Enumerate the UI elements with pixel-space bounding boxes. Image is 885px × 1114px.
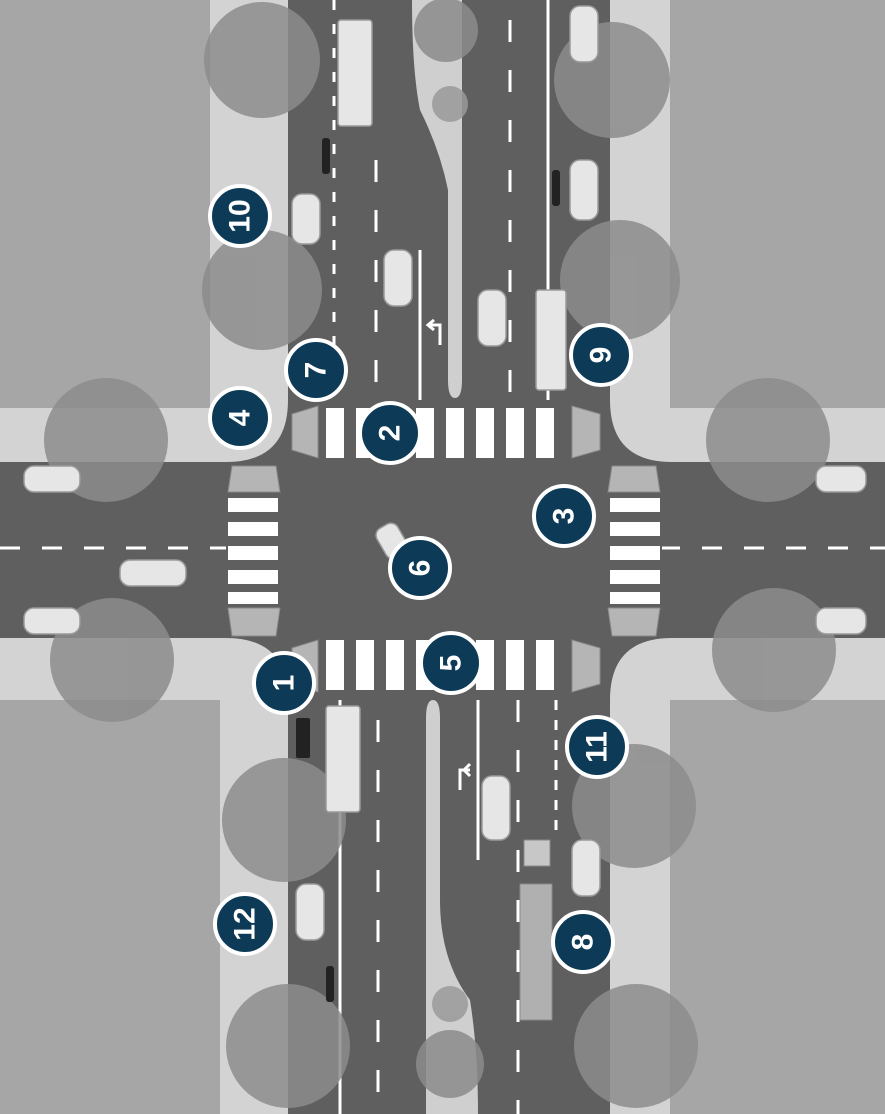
car-icon <box>816 608 866 634</box>
bus-icon <box>536 290 566 390</box>
car-icon <box>384 250 412 306</box>
marker-label: 9 <box>585 347 618 364</box>
tree-icon <box>416 1030 484 1098</box>
marker-5: 5 <box>421 633 481 693</box>
marker-9: 9 <box>571 325 631 385</box>
bus-icon <box>338 20 372 126</box>
marker-3: 3 <box>534 486 594 546</box>
car-icon <box>296 884 324 940</box>
car-icon <box>572 840 600 896</box>
marker-label: 6 <box>404 560 437 577</box>
car-icon <box>292 194 320 244</box>
tree-icon <box>226 984 350 1108</box>
car-icon <box>478 290 506 346</box>
car-icon <box>570 6 598 62</box>
crosswalk-east <box>608 492 662 608</box>
marker-4: 4 <box>210 388 270 448</box>
marker-7: 7 <box>286 340 346 400</box>
marker-label: 11 <box>581 731 614 763</box>
marker-label: 12 <box>229 907 262 940</box>
marker-label: 5 <box>435 655 468 672</box>
car-icon <box>816 466 866 492</box>
marker-11: 11 <box>567 717 627 777</box>
marker-label: 2 <box>374 425 407 442</box>
marker-label: 10 <box>224 199 257 232</box>
bicycle-icon <box>322 138 330 174</box>
marker-2: 2 <box>360 403 420 463</box>
car-icon <box>482 776 510 840</box>
tree-icon <box>204 2 320 118</box>
bicycle-icon <box>296 718 310 758</box>
tree-icon <box>414 0 478 62</box>
car-icon <box>120 560 186 586</box>
marker-label: 4 <box>224 409 257 426</box>
bus-icon <box>326 706 360 812</box>
marker-label: 3 <box>548 508 581 525</box>
marker-label: 1 <box>268 675 301 692</box>
marker-12: 12 <box>215 894 275 954</box>
bicycle-icon <box>326 966 334 1002</box>
tree-icon <box>560 220 680 340</box>
car-icon <box>570 160 598 220</box>
car-icon <box>24 466 80 492</box>
marker-1: 1 <box>254 653 314 713</box>
crosswalk-west <box>226 492 280 608</box>
marker-label: 8 <box>567 934 600 951</box>
tree-icon <box>712 588 836 712</box>
car-icon <box>24 608 80 634</box>
marker-label: 7 <box>300 362 333 379</box>
crosswalk-north <box>320 406 570 460</box>
marker-8: 8 <box>553 912 613 972</box>
tree-icon <box>706 378 830 502</box>
marker-6: 6 <box>390 538 450 598</box>
bicycle-icon <box>552 170 560 206</box>
tree-icon <box>202 230 322 350</box>
marker-10: 10 <box>210 186 270 246</box>
tree-icon <box>574 984 698 1108</box>
